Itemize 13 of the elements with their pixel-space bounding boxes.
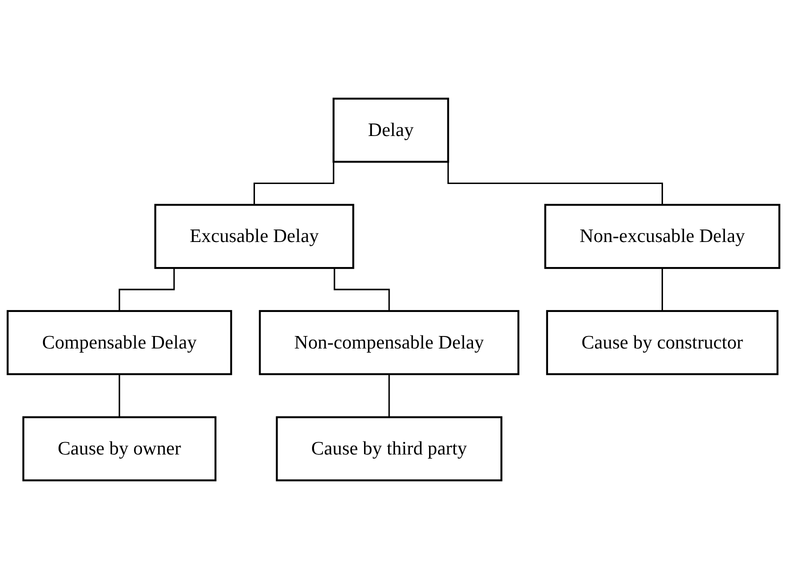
connector — [334, 268, 390, 312]
connector — [662, 268, 664, 312]
node-box: Cause by owner — [22, 416, 216, 482]
connector — [118, 374, 120, 418]
node-box: Compensable Delay — [6, 310, 232, 376]
connector — [388, 374, 390, 418]
node-box: Excusable Delay — [154, 204, 354, 269]
node-box: Cause by constructor — [546, 310, 778, 376]
connector — [118, 268, 175, 312]
node-box: Cause by third party — [276, 416, 502, 482]
node-box: Non-excusable Delay — [544, 204, 780, 269]
node-box: Non-compensable Delay — [258, 310, 520, 376]
node-box: Delay — [332, 98, 450, 163]
